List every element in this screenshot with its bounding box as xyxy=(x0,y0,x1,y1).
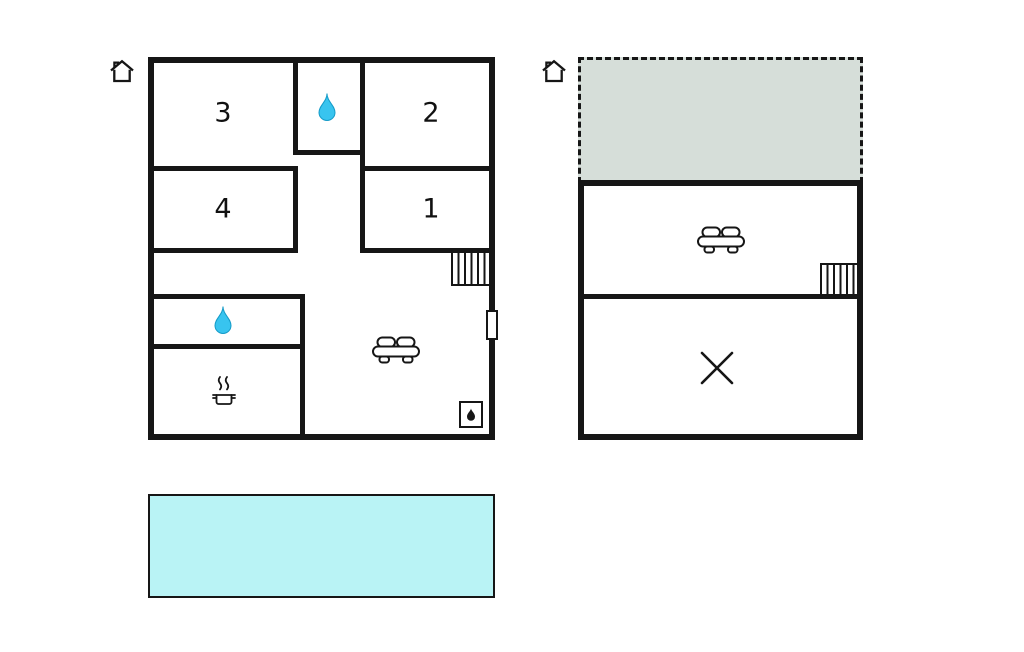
room-label-4: 4 xyxy=(214,193,232,225)
ground-floor-plan: 3 2 4 1 xyxy=(148,57,495,440)
wall-room3-room4 xyxy=(154,166,298,171)
sofa-icon xyxy=(372,336,420,364)
upper-floor-plan xyxy=(578,180,863,440)
terrace-area xyxy=(578,57,863,183)
wall-upper-divider xyxy=(584,294,857,299)
stove-icon xyxy=(212,376,236,405)
sofa-icon xyxy=(697,226,745,254)
room-label-3: 3 xyxy=(214,97,232,129)
wall-bathroom2-top xyxy=(154,294,305,299)
ground-floor-house-icon xyxy=(110,59,134,83)
room-label-2: 2 xyxy=(422,97,440,129)
wall-room4-bottom xyxy=(154,248,298,253)
fireplace-icon xyxy=(459,401,483,428)
water-drop-icon xyxy=(214,306,232,334)
stairs-icon xyxy=(451,253,489,286)
wall-bathroom-bottom xyxy=(293,150,365,155)
flame-icon xyxy=(467,408,475,421)
wall-room4-right xyxy=(293,166,298,253)
stairs-icon xyxy=(820,263,857,294)
room-label-1: 1 xyxy=(422,193,440,225)
wall-room1-bottom xyxy=(360,248,489,253)
wall-rooms-right-left xyxy=(360,63,365,253)
wall-kitchen-right xyxy=(300,294,305,434)
door-icon xyxy=(486,310,498,340)
upper-floor-house-icon xyxy=(542,59,566,83)
swimming-pool xyxy=(148,494,495,598)
water-drop-icon xyxy=(318,93,336,121)
wall-room2-room1 xyxy=(360,166,489,171)
wall-bathroom2-kitchen xyxy=(154,344,305,349)
cross-area-icon xyxy=(700,351,734,385)
wall-bathroom-left xyxy=(293,63,298,155)
